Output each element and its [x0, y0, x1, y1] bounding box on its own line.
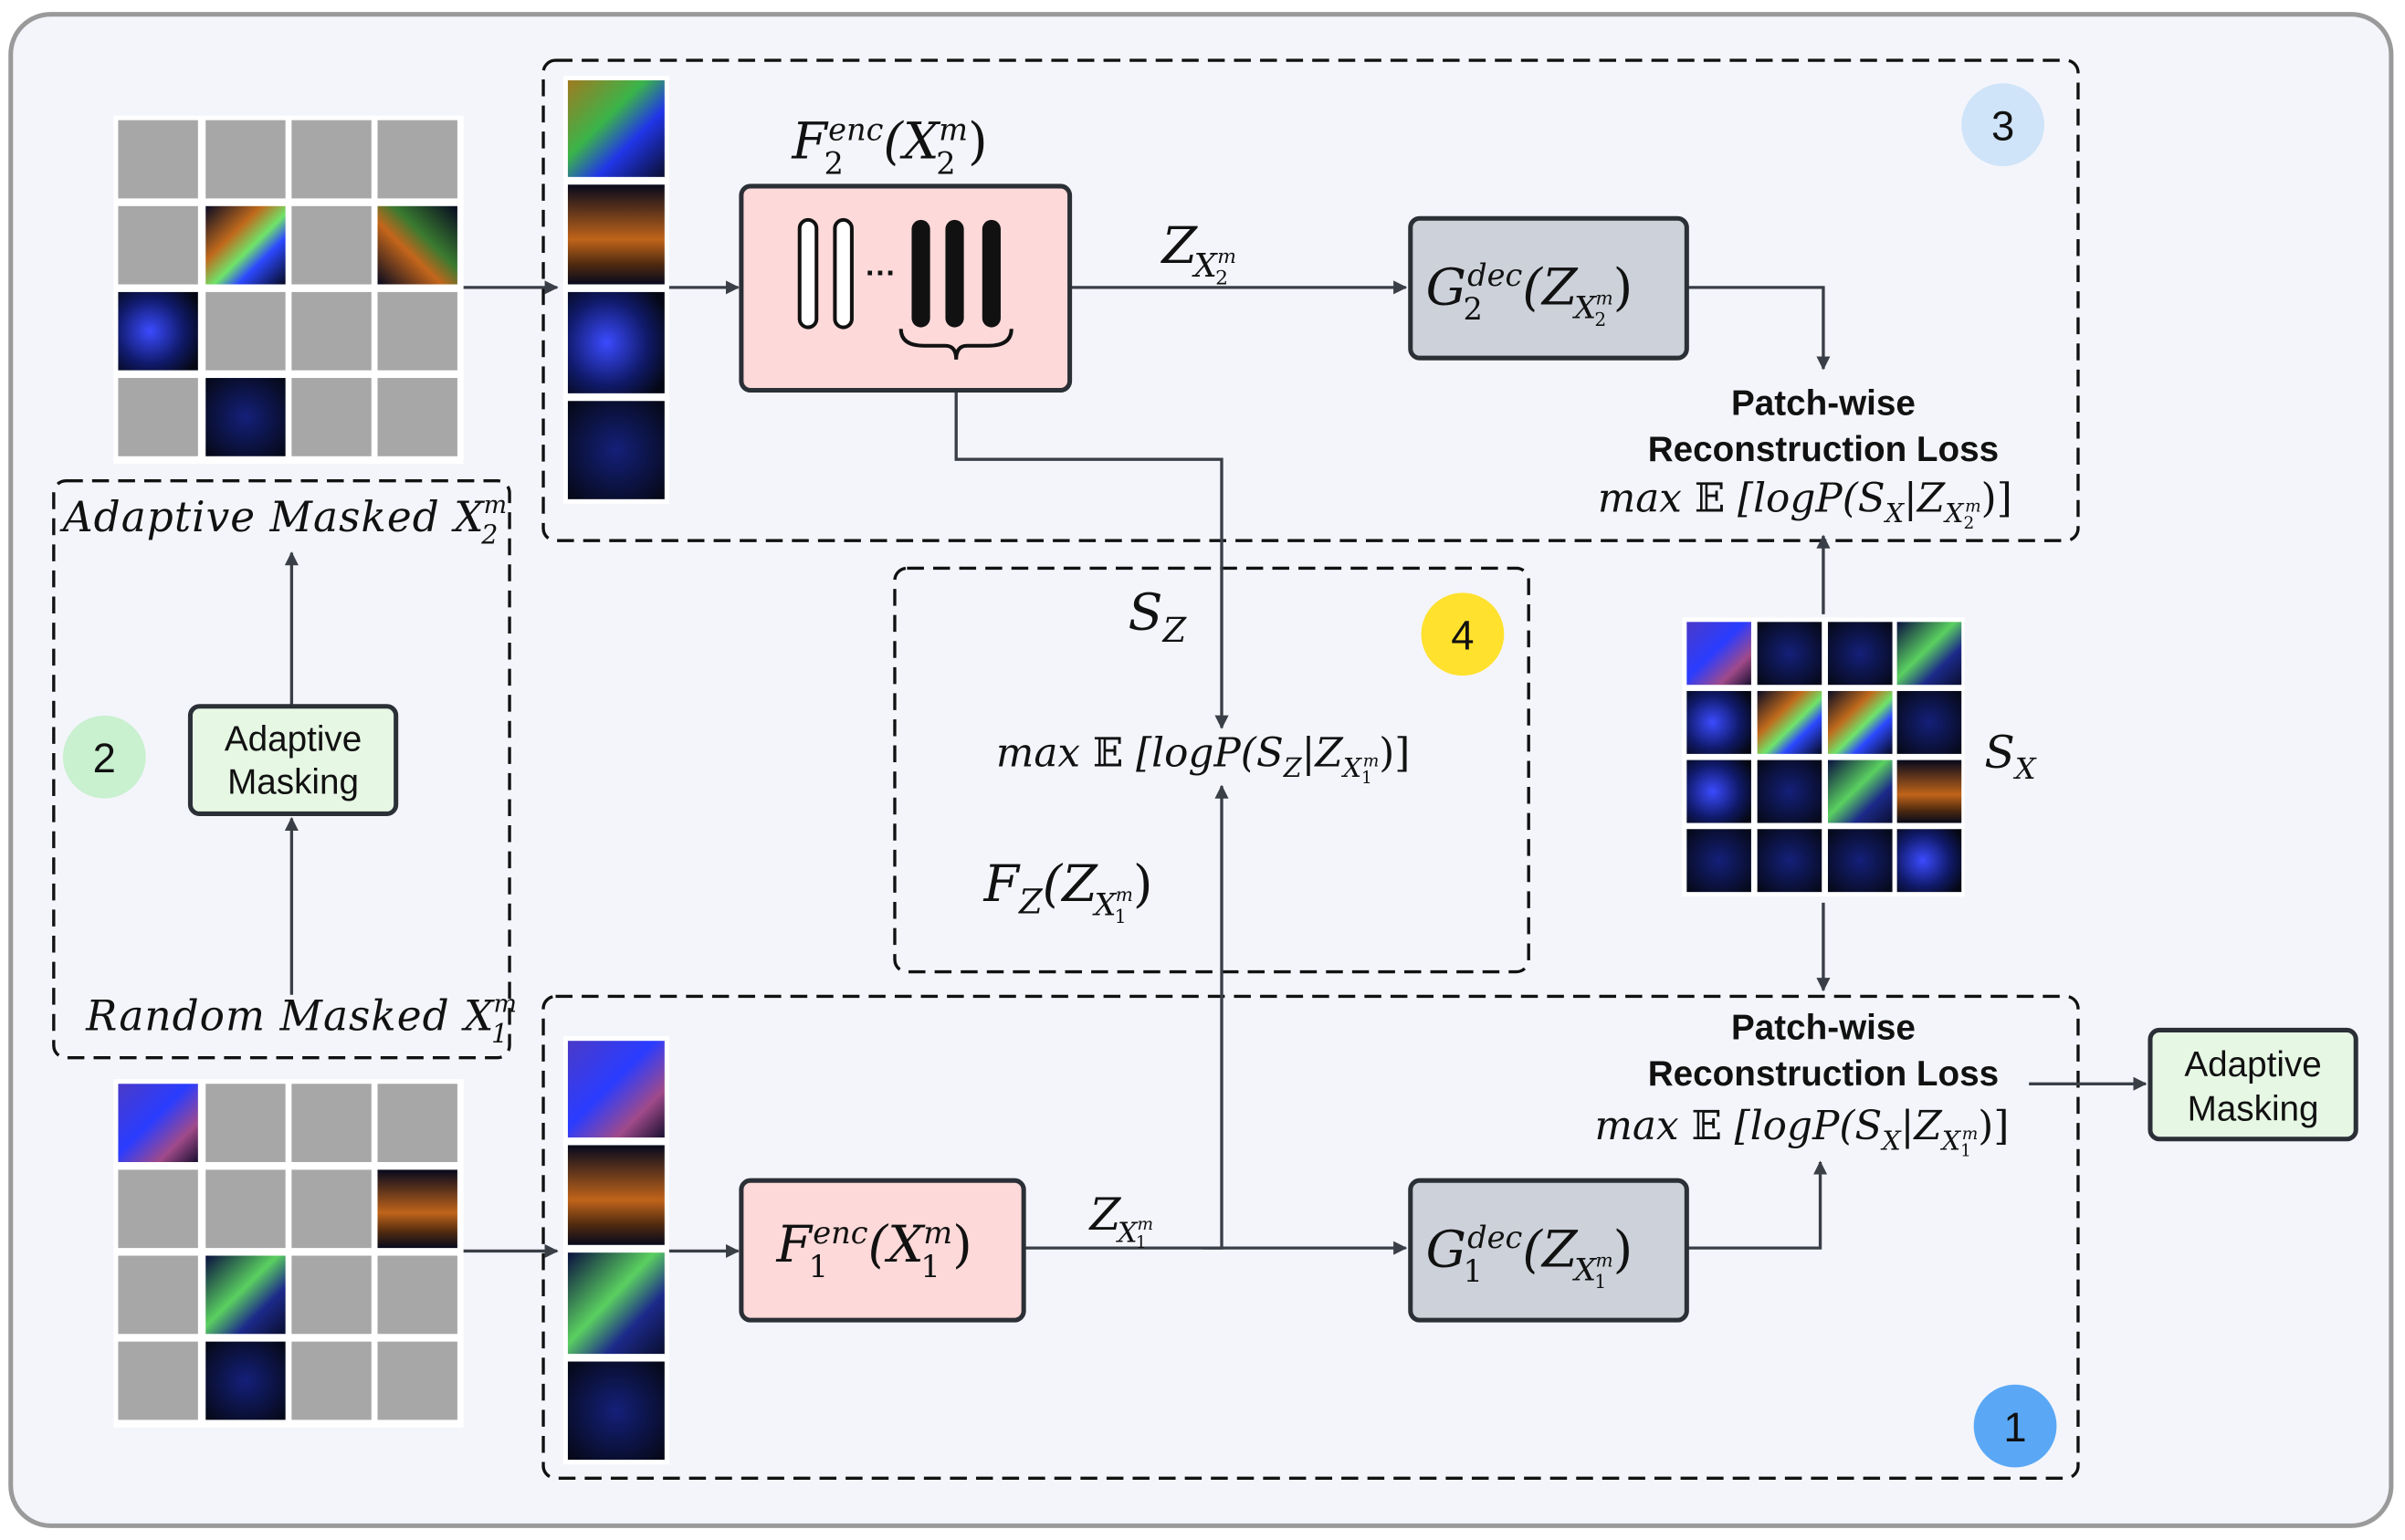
badge-2	[62, 715, 146, 799]
sz-label: SZ	[1128, 584, 1187, 650]
badge-1	[1973, 1384, 2057, 1468]
top-patch-strip	[562, 75, 669, 504]
connectors	[284, 280, 2148, 1259]
sx-label: SX	[1984, 728, 2036, 786]
bottom-patch-strip	[562, 1036, 669, 1465]
decoder-2-label: G2dec(ZX2m)	[1426, 257, 1633, 330]
group-left-masking	[52, 478, 511, 1060]
top-loss-formula: max 𝔼 [logP(SX|ZX2m)]	[1598, 475, 2012, 532]
sz-formula: max 𝔼 [logP(SZ|ZX1m)]	[996, 729, 1410, 787]
encoder-1-box	[739, 1178, 1026, 1323]
bottom-loss-title-line2: Reconstruction Loss	[1648, 1054, 1999, 1094]
top-loss-title-line1: Patch-wise	[1731, 383, 1916, 423]
group-middle-sz	[893, 566, 1530, 974]
decoder-2-box	[1408, 215, 1689, 361]
badge-1-label: 1	[2003, 1404, 2026, 1451]
encoder-2-box	[739, 183, 1073, 393]
adaptive-masking-box-right	[2148, 1027, 2358, 1142]
badge-2-label: 2	[93, 735, 116, 781]
adaptive-masking-left-line2: Masking	[227, 763, 359, 802]
encoder-1-label: F1enc(X1m)	[776, 1215, 972, 1284]
adaptive-masked-grid	[113, 115, 464, 465]
encoder-layers-icon: ···	[797, 217, 1013, 360]
fz-label: FZ(ZX1m)	[982, 855, 1152, 927]
adaptive-masking-left-line1: Adaptive	[225, 720, 362, 760]
badge-3-label: 3	[1991, 103, 2014, 150]
latent-z2-label: ZX2m	[1160, 217, 1235, 290]
group-bottom-branch	[541, 994, 2080, 1480]
adaptive-masked-label: Adaptive Masked X2m	[59, 491, 508, 550]
encoder-dots: ···	[866, 257, 897, 290]
badge-3	[1961, 83, 2044, 167]
random-masked-grid	[113, 1079, 464, 1428]
top-loss-title-line2: Reconstruction Loss	[1648, 430, 1999, 469]
latent-z1-label: ZX1m	[1087, 1189, 1153, 1252]
bottom-loss-title-line1: Patch-wise	[1731, 1009, 1916, 1048]
adaptive-masking-right-line2: Masking	[2188, 1090, 2319, 1129]
adaptive-masking-box-left	[187, 704, 399, 816]
sx-image-grid	[1682, 617, 1965, 897]
decoder-1-label: G1dec(ZX1m)	[1426, 1220, 1633, 1293]
random-masked-label: Random Masked X1m	[85, 990, 518, 1049]
decoder-1-box	[1408, 1178, 1689, 1323]
encoder-2-label: F2enc(X2m)	[791, 112, 987, 182]
badge-4-label: 4	[1451, 613, 1474, 659]
badge-4	[1421, 592, 1505, 676]
group-top-branch	[541, 58, 2080, 542]
adaptive-masking-right-line1: Adaptive	[2184, 1045, 2321, 1084]
bottom-loss-formula: max 𝔼 [logP(SX|ZX1m)]	[1594, 1103, 2009, 1160]
